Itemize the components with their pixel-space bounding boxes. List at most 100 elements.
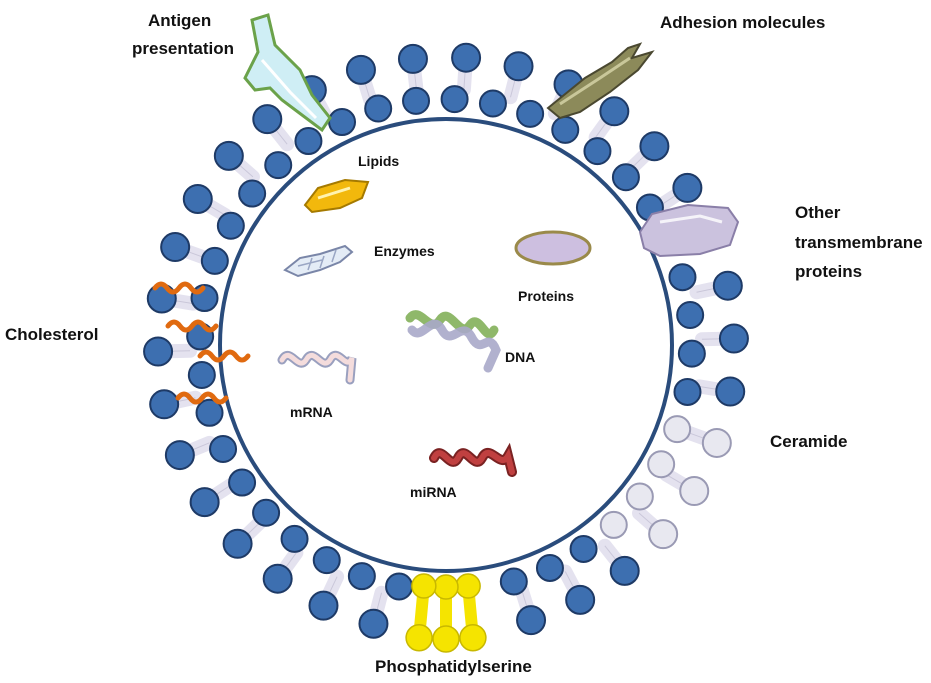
lipid-head bbox=[385, 572, 414, 601]
lipid-head bbox=[676, 301, 705, 330]
lipid-head bbox=[222, 528, 253, 559]
lipid-head bbox=[569, 534, 598, 563]
label-ceramide: Ceramide bbox=[770, 432, 847, 451]
lipid-head bbox=[209, 434, 238, 463]
lipid-head bbox=[551, 115, 580, 144]
inner-membrane-line bbox=[218, 117, 674, 573]
lipid-head bbox=[712, 270, 743, 301]
lipid-head bbox=[216, 211, 245, 240]
ceramide-head bbox=[679, 476, 710, 507]
lipid-head bbox=[345, 54, 376, 85]
mirna-shape bbox=[429, 442, 517, 477]
lipid-head bbox=[611, 163, 640, 192]
lipid-head bbox=[440, 85, 469, 114]
phosphatidylserine-head bbox=[433, 574, 459, 600]
lipid-head bbox=[677, 339, 706, 368]
ceramide-head bbox=[625, 482, 654, 511]
ceramide-head bbox=[663, 415, 692, 444]
lipid-head bbox=[160, 232, 191, 263]
lipid-head bbox=[668, 263, 697, 292]
label-other-line3: proteins bbox=[795, 262, 862, 281]
lipid-head bbox=[213, 140, 244, 171]
label-other-line2: transmembrane bbox=[795, 233, 923, 252]
cholesterol-molecule bbox=[175, 391, 229, 405]
cholesterol-group bbox=[152, 281, 251, 405]
cholesterol-molecule bbox=[152, 281, 206, 295]
lipid-head bbox=[280, 524, 309, 553]
label-phosphatidylserine: Phosphatidylserine bbox=[375, 657, 532, 676]
label-mirna: miRNA bbox=[410, 484, 457, 500]
lipid-head bbox=[149, 389, 180, 420]
ceramide-head bbox=[599, 510, 628, 539]
phosphatidylserine-group bbox=[405, 573, 487, 653]
dna-shape bbox=[405, 310, 501, 373]
lipid-head bbox=[673, 377, 702, 406]
antigen-presentation-protein bbox=[243, 13, 332, 133]
label-antigen-line2: presentation bbox=[132, 39, 234, 58]
lipid-head bbox=[146, 283, 177, 314]
label-proteins: Proteins bbox=[518, 288, 574, 304]
lipid-head bbox=[565, 584, 596, 615]
phosphatidylserine-head bbox=[459, 624, 487, 652]
lipid-head bbox=[164, 440, 195, 471]
phosphatidylserine-head bbox=[455, 573, 481, 599]
lipid-head bbox=[252, 498, 281, 527]
cholesterol-molecule bbox=[165, 319, 219, 333]
lipid-head bbox=[718, 323, 749, 354]
phosphatidylserine-head bbox=[411, 573, 437, 599]
lipid-head bbox=[308, 590, 339, 621]
ceramide-head bbox=[647, 450, 676, 479]
transmembrane-protein bbox=[638, 203, 740, 258]
lipid-head bbox=[397, 43, 428, 74]
lipid-head bbox=[639, 131, 670, 162]
lipid-head bbox=[264, 151, 293, 180]
lipid-head bbox=[187, 360, 216, 389]
lipid-head bbox=[583, 137, 612, 166]
lipid-head bbox=[358, 608, 389, 639]
adhesion-molecule bbox=[546, 42, 655, 120]
lipid-head bbox=[672, 172, 703, 203]
lipid-head bbox=[294, 127, 323, 156]
lipids-shape bbox=[303, 178, 370, 214]
lipid-head bbox=[143, 336, 174, 367]
label-mrna: mRNA bbox=[290, 404, 333, 420]
lipid-head bbox=[516, 99, 545, 128]
lipid-head bbox=[328, 108, 357, 137]
lipid-head bbox=[182, 183, 213, 214]
lipid-head bbox=[599, 96, 630, 127]
label-dna: DNA bbox=[505, 349, 535, 365]
phosphatidylserine-head bbox=[405, 624, 433, 652]
lipid-head bbox=[516, 605, 547, 636]
lipid-head bbox=[478, 89, 507, 118]
lipid-head bbox=[535, 553, 564, 582]
proteins-shape bbox=[514, 230, 592, 266]
ceramide-head bbox=[648, 519, 679, 550]
label-other-line1: Other bbox=[795, 203, 841, 222]
mrna-shape bbox=[277, 350, 357, 385]
enzymes-shape bbox=[283, 244, 354, 278]
lipid-head bbox=[195, 398, 224, 427]
ceramide-head bbox=[701, 427, 732, 458]
lipid-head bbox=[252, 104, 283, 135]
label-enzymes: Enzymes bbox=[374, 243, 435, 259]
label-adhesion-molecules: Adhesion molecules bbox=[660, 13, 825, 32]
lipid-head bbox=[347, 562, 376, 591]
lipid-head bbox=[262, 563, 293, 594]
lipid-head bbox=[715, 376, 746, 407]
lipid-head bbox=[499, 567, 528, 596]
lipid-head bbox=[402, 86, 431, 115]
lipid-head bbox=[609, 555, 640, 586]
lipid-head bbox=[364, 94, 393, 123]
label-cholesterol: Cholesterol bbox=[5, 325, 99, 344]
cholesterol-molecule bbox=[197, 349, 251, 363]
phosphatidylserine-head bbox=[432, 625, 460, 653]
lipid-head bbox=[312, 546, 341, 575]
lipid-head bbox=[451, 42, 482, 73]
lipid-head bbox=[200, 246, 229, 275]
label-lipids: Lipids bbox=[358, 153, 399, 169]
lipid-head bbox=[503, 51, 534, 82]
lipid-head bbox=[238, 179, 267, 208]
label-antigen-line1: Antigen bbox=[148, 11, 211, 30]
lipid-head bbox=[228, 468, 257, 497]
